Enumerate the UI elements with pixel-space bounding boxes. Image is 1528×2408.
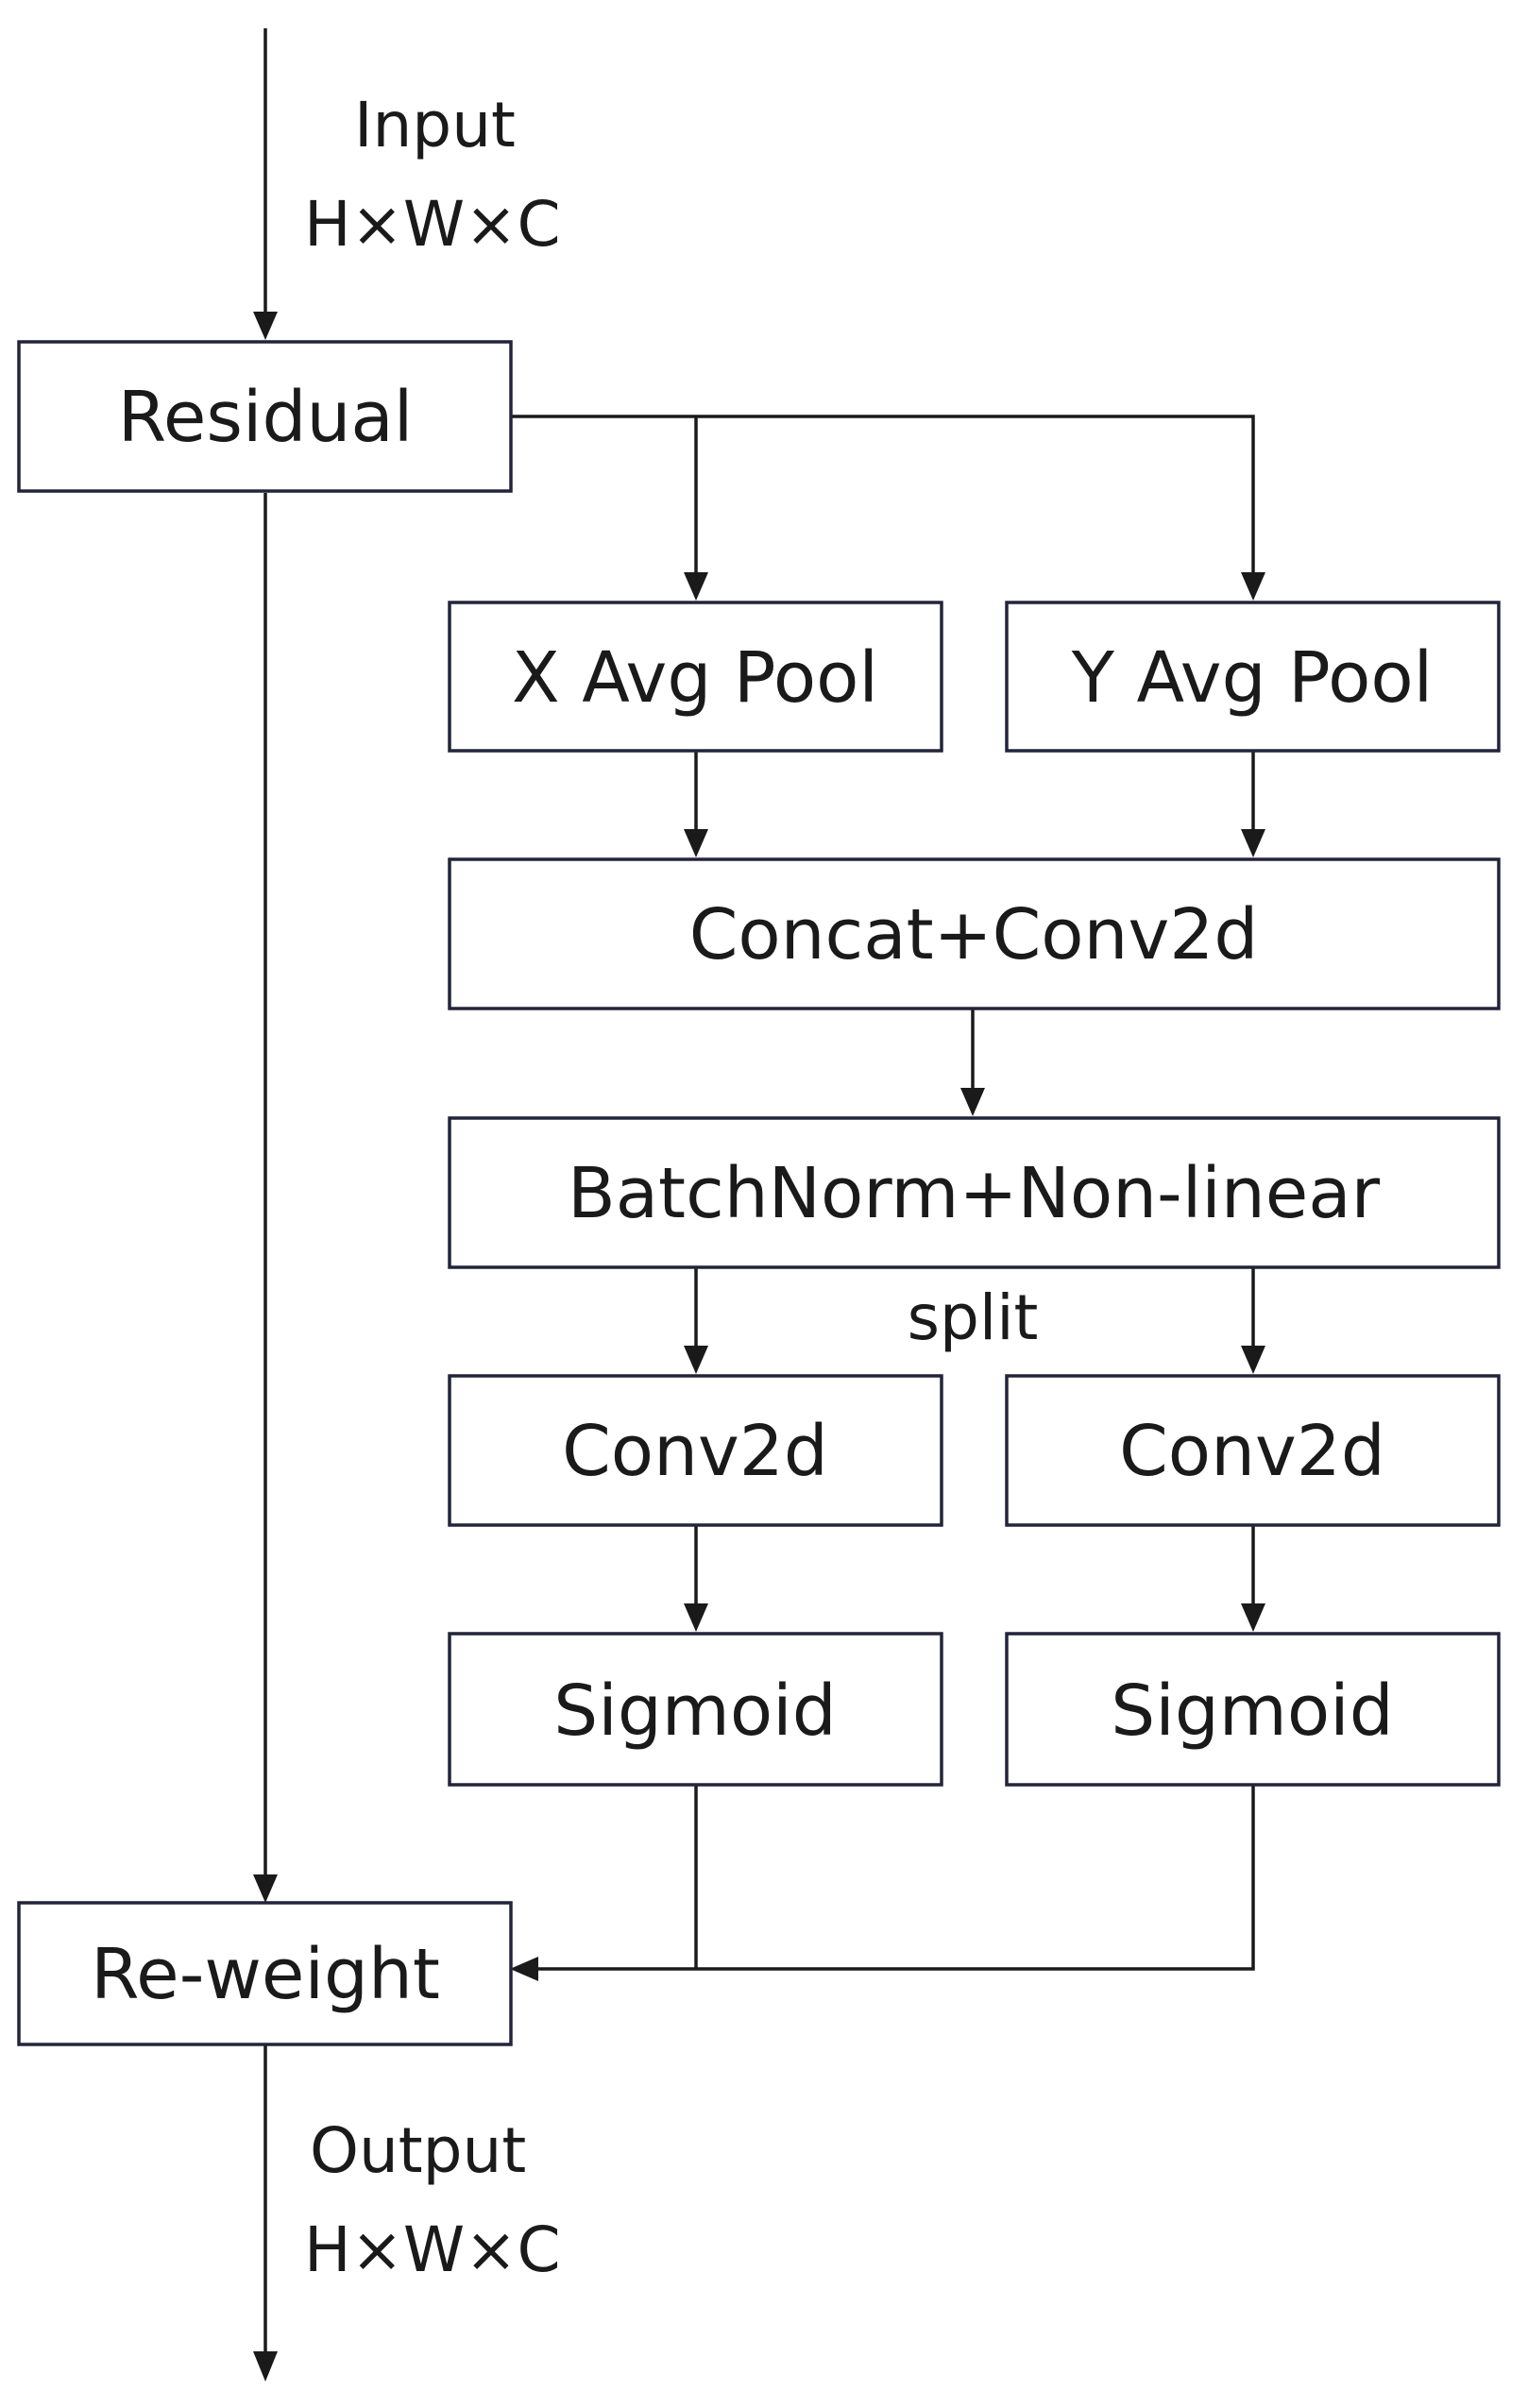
output-shape: H×W×C [304,2213,561,2286]
batchnorm-box [448,1116,1501,1269]
x-avg-pool-label: X Avg Pool [512,637,878,719]
sigmoid-left-label: Sigmoid [553,1670,836,1752]
arrowhead-reweight-in-top [253,1874,278,1903]
residual-box [17,340,513,493]
arrowhead-reweight-in-right [510,1957,538,1981]
x-avg-pool-box [448,601,943,753]
arrowhead-concat-in-right [1241,829,1265,857]
conv-left-box [448,1374,943,1527]
sigmoid-right-box [1005,1632,1501,1787]
sigmoid-right-label: Sigmoid [1111,1670,1393,1752]
conv-left-label: Conv2d [562,1411,828,1492]
arrowhead-conv-left-in [684,1346,708,1374]
arrowhead-xpool-in [684,572,708,601]
reweight-label: Re-weight [91,1934,440,2015]
batchnorm-label: BatchNorm+Non-linear [568,1153,1381,1234]
edge-residual-branch [511,415,1255,578]
concat-conv-label: Concat+Conv2d [689,894,1259,975]
conv-right-label: Conv2d [1119,1411,1385,1492]
conv-right-box [1005,1374,1501,1527]
edge-sigmoids-to-reweight [524,1785,1255,1971]
residual-label: Residual [118,377,414,458]
arrowhead-output [253,2351,278,2382]
y-avg-pool-label: Y Avg Pool [1071,637,1433,719]
output-label: Output [310,2114,526,2187]
arrowhead-concat-in-left [684,829,708,857]
concat-conv-box [448,857,1501,1010]
arrowhead-sigmoid-right-in [1241,1603,1265,1632]
arrowhead-sigmoid-left-in [684,1603,708,1632]
arrowhead-ypool-in [1241,572,1265,601]
input-shape: H×W×C [304,188,561,261]
sigmoid-left-box [448,1632,943,1787]
y-avg-pool-box [1005,601,1501,753]
arrowhead-residual-in [253,312,278,340]
arrowhead-batchnorm-in [960,1088,985,1116]
split-label: split [908,1281,1039,1354]
input-label: Input [354,89,516,161]
arrowhead-conv-right-in [1241,1346,1265,1374]
reweight-box [17,1901,513,2046]
